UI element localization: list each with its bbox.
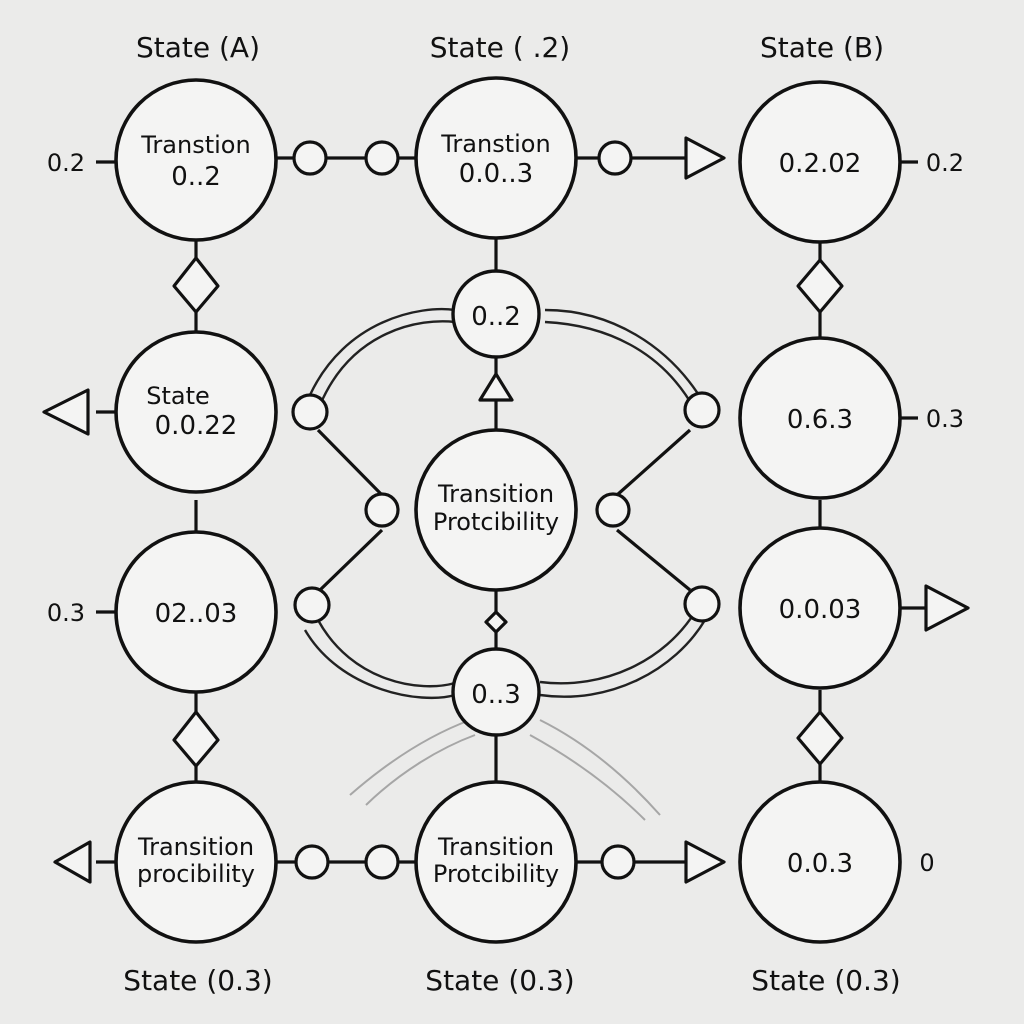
- node-bottom-middle-label-1: Transition: [437, 833, 554, 861]
- node-center: [414, 428, 578, 592]
- center-bottom-small-diamond-icon: [484, 610, 508, 634]
- sketch-line-right: [539, 719, 661, 816]
- lower-left-loop-inner: [316, 619, 456, 688]
- node-lower-right-label: 0.0.03: [779, 595, 862, 625]
- node-top-middle: [414, 76, 578, 240]
- sketch-line-left-2: [365, 734, 476, 806]
- sketch-line-left: [349, 719, 471, 796]
- node-bottom-left: [114, 780, 278, 944]
- node-top-right-label: 0.2.02: [779, 149, 862, 179]
- right-top-diamond-icon: [796, 258, 844, 314]
- connector-top-right-1: [597, 140, 633, 176]
- node-bottom-left-label-2: procibility: [137, 860, 255, 888]
- middle-left-arrow-icon: [42, 388, 90, 436]
- node-bottom-right-label: 0.0.3: [787, 849, 853, 879]
- node-middle-right-label: 0.6.3: [787, 405, 853, 435]
- node-upper-small-label: 0..2: [471, 302, 521, 332]
- left-top-diamond-icon: [172, 256, 220, 314]
- connector-bottom-left-1: [294, 844, 330, 880]
- upper-left-loop-inner: [318, 320, 456, 406]
- node-lower-small-label: 0..3: [471, 680, 521, 710]
- node-bottom-right: [738, 780, 902, 944]
- column-header-state-b: State (B): [760, 31, 884, 64]
- node-bottom-middle-label-2: Protcibility: [433, 860, 559, 888]
- left-top-value-label: 0.2: [47, 149, 85, 177]
- node-top-middle-label-1: Transtion: [440, 130, 550, 158]
- left-lower-diamond-icon: [172, 710, 220, 768]
- right-top-value-label: 0.2: [926, 149, 964, 177]
- bottom-left-arrow-icon: [53, 840, 92, 884]
- connector-top-left-2: [364, 140, 400, 176]
- node-middle-left-label-1: State: [146, 382, 210, 410]
- connector-bottom-right-1: [600, 844, 636, 880]
- right-bottom-value-label: 0: [919, 849, 934, 877]
- link-right-to-center-lower: [615, 528, 692, 592]
- top-right-arrow-icon: [684, 136, 726, 180]
- upper-right-loop-inner: [544, 320, 697, 411]
- connector-middle-right: [683, 391, 721, 429]
- connector-lower-left: [293, 586, 331, 624]
- lower-right-arrow-icon: [924, 584, 970, 632]
- upper-left-loop-outer: [308, 307, 456, 396]
- connector-top-left-1: [292, 140, 328, 176]
- right-middle-value-label: 0.3: [926, 405, 964, 433]
- link-left-to-center-lower: [318, 528, 384, 592]
- bottom-right-arrow-icon: [684, 840, 726, 884]
- node-center-label-2: Protcibility: [433, 508, 559, 536]
- column-header-state-2: State ( .2): [430, 31, 570, 64]
- lower-right-loop-outer: [539, 619, 707, 698]
- connector-lower-right: [683, 585, 721, 623]
- node-top-left-label-2: 0..2: [171, 162, 221, 192]
- connector-bottom-left-2: [364, 844, 400, 880]
- left-lower-value-label: 0.3: [47, 599, 85, 627]
- node-top-middle-label-2: 0.0..3: [459, 159, 533, 189]
- node-lower-small: [451, 647, 541, 737]
- node-lower-left: [114, 530, 278, 694]
- node-bottom-middle: [414, 780, 578, 944]
- right-lower-diamond-icon: [796, 710, 844, 766]
- lower-right-loop-inner: [539, 611, 697, 685]
- footer-state-middle: State (0.3): [425, 964, 574, 997]
- connector-center-left: [364, 492, 400, 528]
- column-header-state-a: State (A): [136, 31, 260, 64]
- connector-middle-left: [291, 393, 329, 431]
- node-bottom-left-label-1: Transition: [137, 833, 254, 861]
- node-center-label-1: Transition: [437, 480, 554, 508]
- node-top-right: [738, 80, 902, 244]
- link-left-to-center-upper: [316, 428, 384, 497]
- sketch-line-right-2: [529, 734, 646, 821]
- lower-left-loop-outer: [303, 629, 456, 699]
- node-middle-left: [114, 330, 278, 494]
- node-top-left-label-1: Transtion: [140, 131, 250, 159]
- node-upper-small: [451, 269, 541, 359]
- node-lower-left-label: 02..03: [155, 599, 238, 629]
- node-top-left: [114, 78, 278, 242]
- node-middle-right: [738, 336, 902, 500]
- upper-right-loop-outer: [544, 308, 707, 406]
- node-lower-right: [738, 526, 902, 690]
- center-top-arrow-icon: [478, 372, 514, 402]
- footer-state-left: State (0.3): [123, 964, 272, 997]
- connector-center-right: [595, 492, 631, 528]
- node-middle-left-label-2: 0.0.22: [155, 411, 238, 441]
- footer-state-right: State (0.3): [751, 964, 900, 997]
- link-right-to-center-upper: [615, 428, 692, 497]
